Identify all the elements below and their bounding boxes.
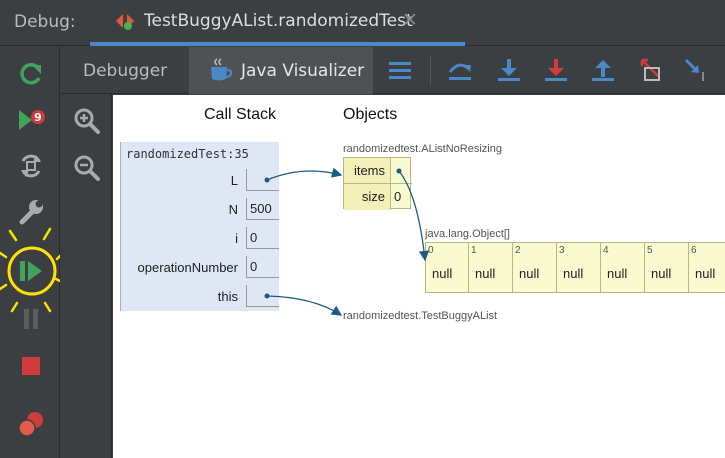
array-index: 3 [559,245,565,256]
var-name: L [230,173,238,188]
array-value: null [432,266,453,281]
tab-java-visualizer-label: Java Visualizer [241,61,365,81]
testbuggyalist-type-label: randomizedtest.TestBuggyAList [343,310,498,322]
array-value: null [695,266,716,281]
zoom-toolbar [61,94,112,458]
field-name: items [344,158,390,184]
alist-object[interactable]: items size 0 [343,157,412,210]
array-type-label: java.lang.Object[] [425,228,510,240]
active-tab-indicator [90,42,465,46]
array-index: 5 [647,245,653,256]
debug-label: Debug: [14,12,76,32]
toolbar-separator [430,55,431,85]
array-index: 0 [428,245,434,256]
resume-program-icon[interactable] [16,256,46,286]
rerun-icon[interactable] [16,59,46,89]
alist-type-label: randomizedtest.AListNoResizing [343,143,502,155]
resume-stop-icon[interactable]: 9 [16,105,46,135]
var-value-box: 0 [246,227,279,249]
array-cell: 4 null [601,242,645,293]
debugger-tab-bar: Debugger Java Visualizer [61,47,725,94]
stack-frame[interactable]: randomizedTest:35 L N 500 i 0 operationN… [120,142,279,311]
step-over-icon[interactable] [496,57,522,83]
field-name: size [344,184,390,210]
debug-titlebar: Debug: TestBuggyAList.randomizedTest ✕ [0,0,725,46]
step-out-icon[interactable] [590,57,616,83]
array-value: null [607,266,628,281]
array-value: null [563,266,584,281]
array-value: null [651,266,672,281]
tab-debugger-label: Debugger [83,61,168,81]
step-into-icon[interactable] [543,57,569,83]
run-to-cursor-icon[interactable]: I [683,57,709,84]
stop-icon[interactable] [16,351,46,381]
junit-test-icon [114,10,136,32]
var-name: operationNumber [137,260,238,275]
var-value-box [246,285,279,307]
close-icon[interactable]: ✕ [402,9,418,31]
show-execution-point-icon[interactable] [447,57,473,83]
zoom-in-icon[interactable] [72,106,102,136]
array-cell: 6 null [689,242,725,293]
tab-title: TestBuggyAList.randomizedTest [144,11,413,31]
objects-title: Objects [343,106,398,123]
visualizer-canvas: Call Stack Objects randomizedTest:35 L N… [113,95,725,458]
var-name: N [228,202,238,217]
array-index: 6 [691,245,697,256]
array-index: 4 [603,245,609,256]
array-cell: 3 null [557,242,601,293]
tab-java-visualizer[interactable]: Java Visualizer [189,47,373,94]
field-value [390,158,412,184]
zoom-out-icon[interactable] [72,153,102,183]
field-value: 0 [390,184,412,210]
var-name: this [217,289,238,304]
array-cell: 5 null [645,242,689,293]
var-name: i [235,231,238,246]
drop-frame-icon[interactable] [637,57,663,83]
array-value: null [475,266,496,281]
tab-debugger[interactable]: Debugger [61,47,187,94]
field-row: size 0 [344,184,412,210]
tab-testbuggyalist[interactable]: TestBuggyAList.randomizedTest ✕ [90,0,465,46]
field-row: items [344,158,412,184]
array-cell: 1 null [469,242,513,293]
left-debug-toolbar: 9 [0,47,60,458]
array-index: 2 [515,245,521,256]
frame-name: randomizedTest:35 [126,147,249,161]
java-coffee-icon [207,57,235,88]
threads-menu-icon[interactable] [387,57,413,83]
svg-text:9: 9 [34,111,42,124]
array-index: 1 [471,245,477,256]
pause-icon[interactable] [16,304,46,334]
array-cell: 2 null [513,242,557,293]
var-value-box: 0 [246,256,279,278]
restore-layout-icon[interactable] [16,151,46,181]
svg-text:I: I [701,70,705,83]
settings-wrench-icon[interactable] [16,197,46,227]
array-cell: 0 null [425,242,469,293]
array-value: null [519,266,540,281]
view-breakpoints-icon[interactable] [16,409,46,439]
var-value-box: 500 [246,198,279,220]
call-stack-title: Call Stack [204,106,277,123]
highlight-doodle [0,227,60,313]
var-value-box [246,169,279,191]
